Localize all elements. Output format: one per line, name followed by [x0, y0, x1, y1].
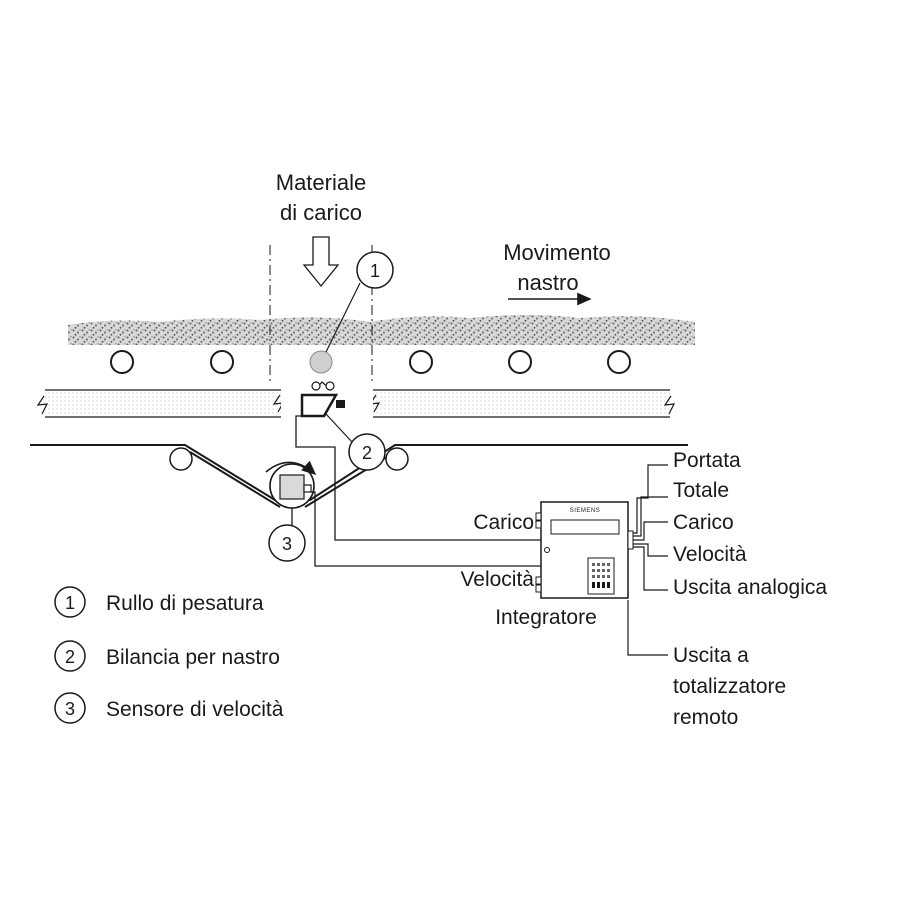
- load-input-label: Carico: [473, 511, 534, 534]
- legend-item: 3 Sensore di velocità: [54, 692, 284, 724]
- carrying-idlers: [110, 350, 631, 374]
- legend-text: Sensore di velocità: [106, 698, 284, 721]
- callout-1: [356, 251, 394, 289]
- idler-roller: [210, 350, 234, 374]
- output-speed: Velocità: [673, 543, 747, 566]
- movement-label-line1: Movimento: [503, 240, 611, 265]
- rotation-arrow-icon: [265, 460, 317, 476]
- device-brand: SIEMENS: [570, 508, 601, 514]
- output-remote-line1: Uscita a: [673, 644, 749, 667]
- idler-roller: [409, 350, 433, 374]
- legend: 1 Rullo di pesatura 2 Bilancia per nastr…: [54, 586, 284, 724]
- integrator-label: Integratore: [495, 606, 597, 629]
- legend-text: Rullo di pesatura: [106, 592, 264, 615]
- movement-label-line2: nastro: [517, 270, 578, 295]
- output-remote-line3: remoto: [673, 706, 738, 729]
- callout-1-number: 1: [370, 261, 380, 281]
- integrator-device: SIEMENS: [535, 501, 634, 599]
- snub-pulley-right: [385, 447, 409, 471]
- material-label-line1: Materiale: [276, 170, 366, 195]
- load-material-arrow-icon: [302, 236, 340, 288]
- material-on-belt: [68, 315, 695, 345]
- idler-roller: [508, 350, 532, 374]
- callout-3: [268, 524, 306, 562]
- idler-roller: [110, 350, 134, 374]
- output-total: Totale: [673, 479, 729, 502]
- output-wiring: [627, 464, 668, 656]
- speed-input-label: Velocità: [460, 568, 534, 591]
- snub-pulley-left: [169, 447, 193, 471]
- output-load: Carico: [673, 511, 734, 534]
- belt-scale-body: [300, 381, 345, 418]
- idler-roller: [607, 350, 631, 374]
- output-rate: Portata: [673, 449, 741, 472]
- callout-3-number: 3: [282, 534, 292, 554]
- legend-number: 1: [65, 593, 75, 613]
- output-remote-line2: totalizzatore: [673, 675, 786, 698]
- output-analog: Uscita analogica: [673, 576, 827, 599]
- callout-2-number: 2: [362, 443, 372, 463]
- speed-sensor: [269, 463, 315, 509]
- signal-cables: [291, 415, 541, 567]
- legend-item: 2 Bilancia per nastro: [54, 640, 280, 672]
- weigh-roller: [309, 350, 333, 374]
- legend-text: Bilancia per nastro: [106, 646, 280, 669]
- legend-number: 3: [65, 699, 75, 719]
- material-label-line2: di carico: [280, 200, 362, 225]
- callout-2: [348, 433, 386, 471]
- legend-item: 1 Rullo di pesatura: [54, 586, 264, 618]
- legend-number: 2: [65, 647, 75, 667]
